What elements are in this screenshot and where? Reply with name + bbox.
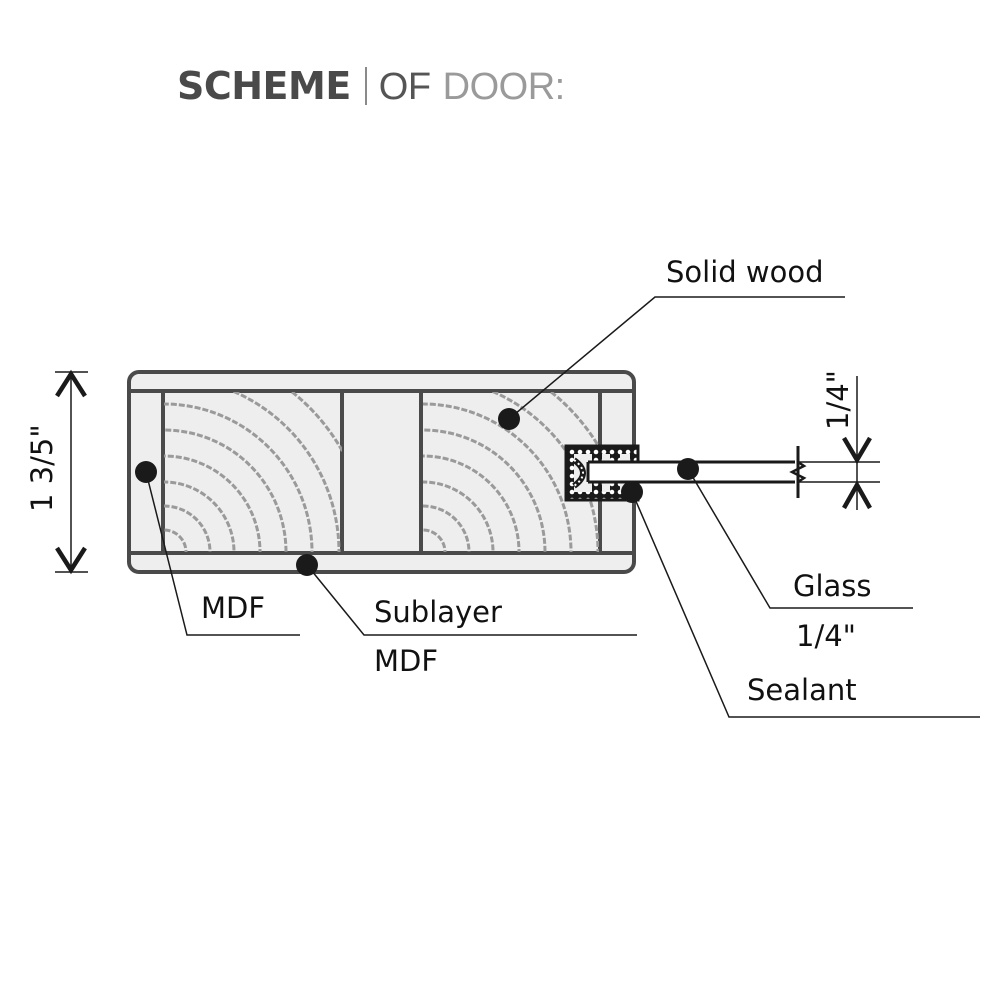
leader-sublayer — [306, 564, 637, 636]
door-frame — [127, 370, 636, 574]
glass-dimension — [842, 376, 872, 510]
label-sublayer-mdf: MDF — [374, 644, 438, 678]
door-thickness-label: 1 3/5" — [25, 424, 59, 512]
label-sublayer: Sublayer — [374, 595, 502, 629]
page-title: SCHEME OF DOOR: — [177, 64, 565, 109]
label-glass: Glass — [793, 569, 872, 603]
leader-glass — [687, 468, 913, 609]
marker-solid-wood — [498, 408, 520, 430]
door-dimension — [55, 369, 88, 575]
leader-solid-wood — [508, 296, 845, 420]
title-light-2: DOOR: — [442, 66, 566, 108]
label-glass-thickness: 1/4" — [796, 619, 856, 653]
title-light-1: OF — [378, 66, 431, 108]
title-separator — [364, 67, 367, 105]
markers — [135, 408, 699, 576]
leader-sealant — [631, 491, 980, 718]
marker-sublayer — [296, 554, 318, 576]
title-bold: SCHEME — [177, 64, 351, 108]
label-mdf: MDF — [201, 591, 265, 625]
label-sealant: Sealant — [747, 673, 857, 707]
marker-mdf — [135, 461, 157, 483]
marker-glass — [677, 458, 699, 480]
leader-mdf — [145, 471, 300, 636]
glass-thickness-label: 1/4" — [821, 370, 855, 430]
marker-sealant — [621, 481, 643, 503]
leader-lines — [145, 296, 980, 718]
label-solid-wood: Solid wood — [666, 255, 824, 289]
